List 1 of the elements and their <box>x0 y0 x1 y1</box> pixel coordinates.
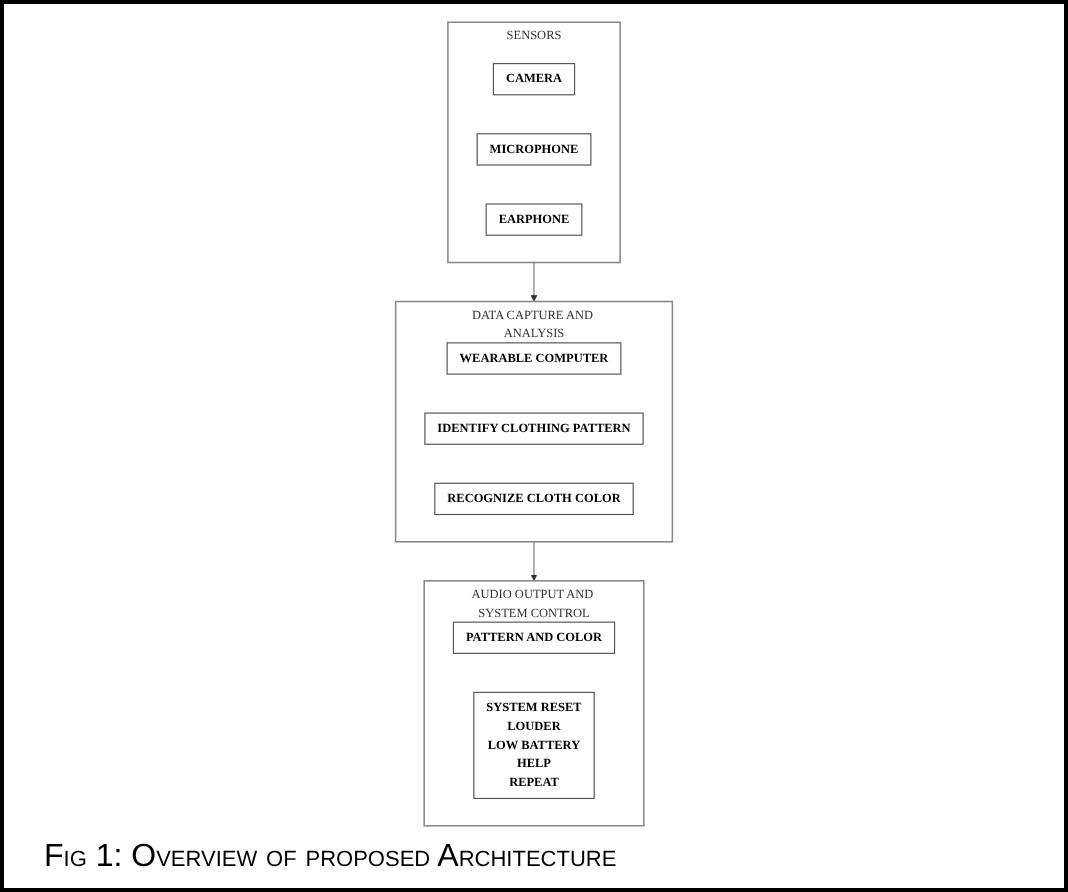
figure-caption: Fig 1: Overview of proposed Architecture <box>44 840 617 876</box>
